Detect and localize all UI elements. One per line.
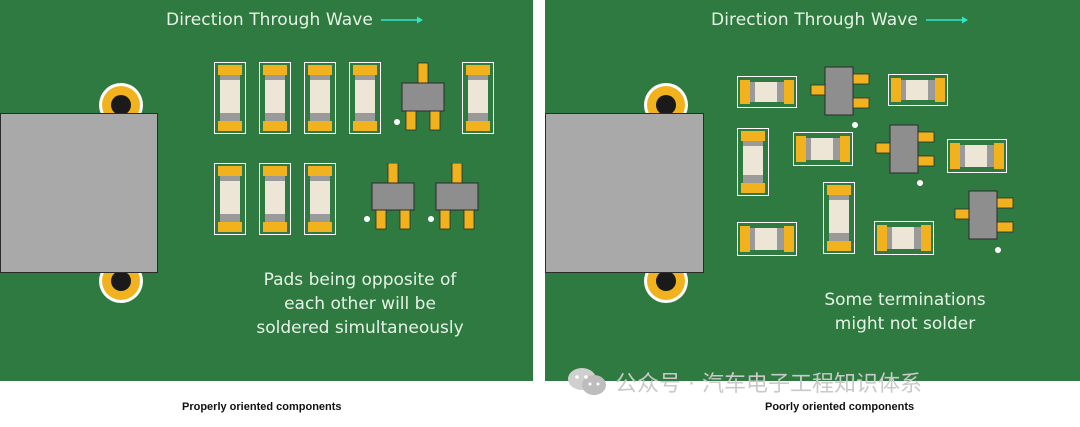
chip-component <box>793 132 853 166</box>
polarity-dot <box>428 216 434 222</box>
chip-component <box>304 163 336 235</box>
wave-direction-label: Direction Through Wave <box>711 10 968 30</box>
note-line: Pads being opposite of <box>263 270 457 290</box>
watermark: 公众号 · 汽车电子工程知识体系 <box>567 366 922 398</box>
poorly-oriented-board: Direction Through Wave <box>545 0 1080 381</box>
chip-component <box>947 139 1007 173</box>
polarity-dot <box>852 122 858 128</box>
chip-component <box>823 182 855 254</box>
wave-direction-text: Direction Through Wave <box>711 10 918 30</box>
sot-transistor <box>371 163 415 230</box>
sot-transistor <box>401 62 445 131</box>
chip-component <box>349 62 381 134</box>
chip-component <box>259 62 291 134</box>
chip-component <box>259 163 291 235</box>
sot-transistor <box>435 163 479 230</box>
connector-body <box>0 113 158 273</box>
connector-body <box>545 113 704 273</box>
chip-component <box>737 76 797 108</box>
polarity-dot <box>394 119 400 125</box>
sot-transistor <box>875 124 935 174</box>
chip-component <box>874 221 934 255</box>
note-line: Some terminations <box>824 290 986 310</box>
watermark-text: 公众号 · 汽车电子工程知识体系 <box>615 372 922 397</box>
arrow-right-icon <box>925 16 968 24</box>
right-caption: Poorly oriented components <box>765 401 915 413</box>
polarity-dot <box>995 247 1001 253</box>
chip-component <box>214 163 246 235</box>
note-line: each other will be <box>284 294 436 314</box>
wave-direction-text: Direction Through Wave <box>166 10 373 30</box>
chip-component <box>462 62 494 134</box>
polarity-dot <box>364 216 370 222</box>
chat-bubble-icon <box>568 368 606 395</box>
note-line: might not solder <box>834 314 976 334</box>
arrow-right-icon <box>380 16 423 24</box>
chip-component <box>737 222 797 256</box>
orientation-note: Pads being opposite of each other will b… <box>250 268 470 340</box>
chip-component <box>214 62 246 134</box>
properly-oriented-board: Direction Through Wave <box>0 0 533 381</box>
note-line: soldered simultaneously <box>256 318 464 338</box>
chip-component <box>888 74 948 106</box>
left-caption: Properly oriented components <box>182 401 342 413</box>
polarity-dot <box>917 180 923 186</box>
chip-component <box>737 128 769 196</box>
chip-component <box>304 62 336 134</box>
orientation-note: Some terminations might not solder <box>795 288 1015 336</box>
sot-transistor <box>954 190 1014 240</box>
sot-transistor <box>810 66 870 116</box>
wave-direction-label: Direction Through Wave <box>166 10 423 30</box>
